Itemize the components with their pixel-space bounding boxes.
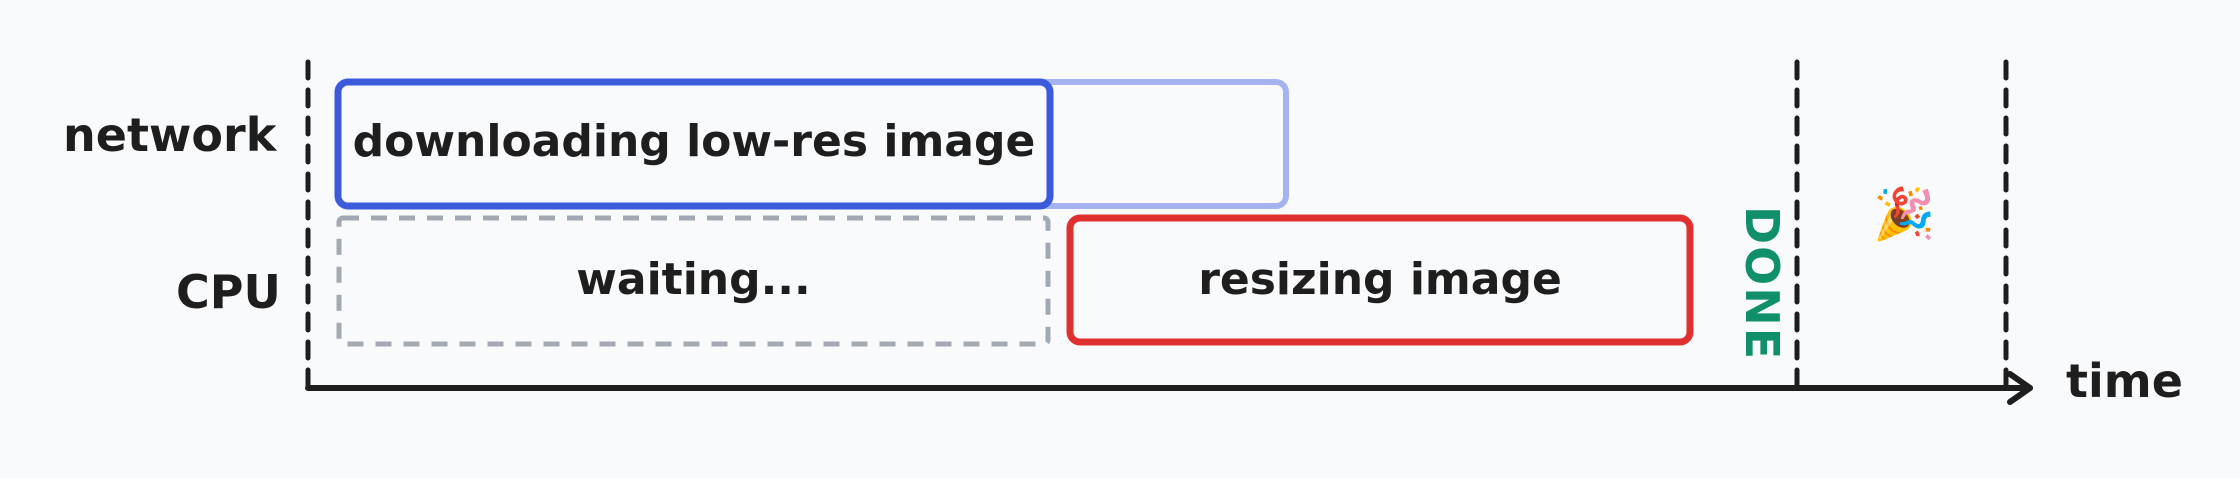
row-label-network: network xyxy=(63,108,277,162)
time-axis-label: time xyxy=(2066,354,2183,408)
cpu-resize-box xyxy=(1066,214,1694,346)
download-task-label: downloading low-res image xyxy=(352,116,1036,167)
waiting-task-label: waiting... xyxy=(576,254,811,305)
party-popper-icon: 🎉 xyxy=(1873,185,1936,243)
cpu-waiting-box xyxy=(336,215,1051,347)
done-label: DONE xyxy=(1735,206,1789,362)
resize-task-label: resizing image xyxy=(1198,254,1562,305)
row-label-cpu: CPU xyxy=(176,265,281,319)
network-download-box xyxy=(334,78,1054,210)
time-axis-arrowhead xyxy=(2007,371,2033,405)
